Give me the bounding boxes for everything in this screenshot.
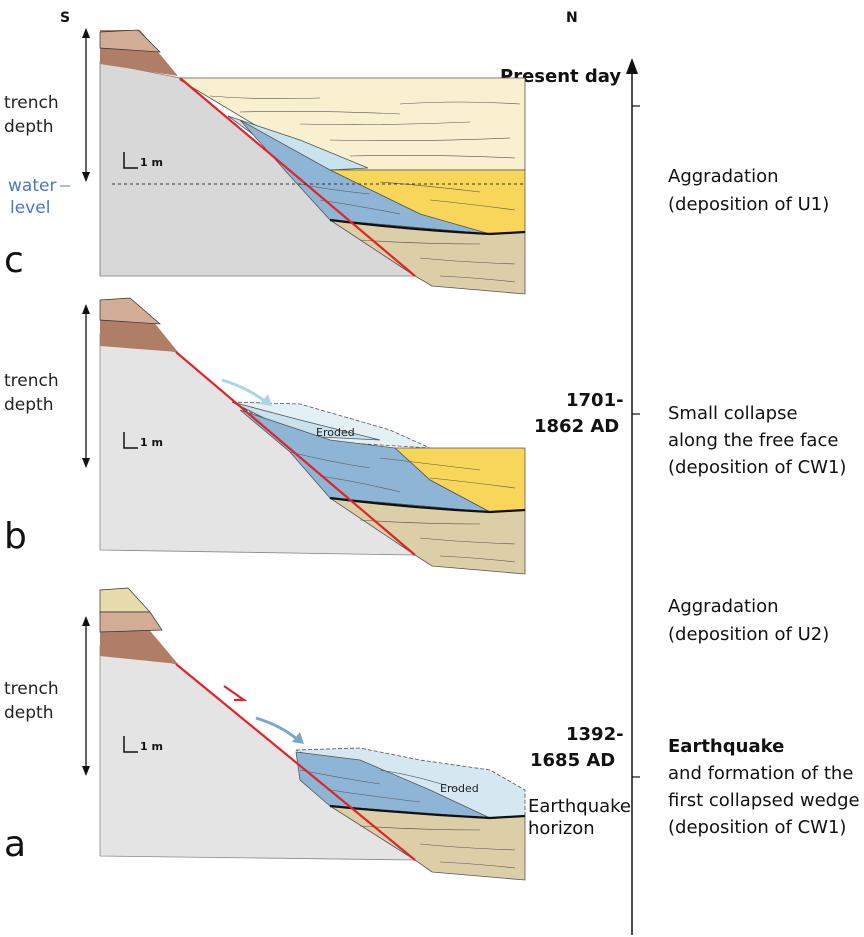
date-b-2: 1862 AD [534, 416, 619, 437]
hill-top-layer-b [99, 297, 162, 325]
trench-label-c-1: trench [4, 93, 59, 113]
panel-letter-b: b [4, 516, 27, 557]
scale-bar-a [123, 736, 138, 753]
panel-letter-a: a [4, 824, 26, 865]
hill-dark-layer-a [100, 626, 178, 664]
scale-label-a: 1 m [140, 740, 163, 753]
north-label: N [566, 10, 578, 26]
blue-wedge-b [239, 409, 491, 513]
trench-label-c-2: depth [4, 117, 53, 137]
desc-b-1: Small collapse [668, 403, 798, 424]
desc-c-1: Aggradation [668, 166, 779, 187]
hill-top-layer-a [99, 587, 151, 613]
date-b-1: 1701- [566, 390, 624, 411]
scale-bar-b [123, 432, 138, 449]
trench-label-b-2: depth [4, 395, 53, 415]
desc-a-3: (deposition of CW1) [668, 817, 846, 838]
water-label-1: water [8, 176, 56, 196]
date-a-2: 1685 AD [530, 750, 615, 771]
desc-a-1: and formation of the [668, 763, 853, 784]
panel-b [99, 297, 526, 575]
panel-a [99, 587, 526, 881]
horizon-label-2: horizon [528, 818, 595, 839]
south-label: S [60, 10, 70, 26]
desc-aggradation-u2-1: Aggradation [668, 596, 779, 617]
scale-bar-c [123, 152, 138, 169]
desc-aggradation-u2-2: (deposition of U2) [668, 624, 829, 645]
eroded-label-a: Eroded [440, 782, 479, 795]
date-a-1: 1392- [566, 724, 624, 745]
present-day-label: Present day [500, 66, 621, 87]
desc-b-2: along the free face [668, 430, 838, 451]
desc-a-2: first collapsed wedge [668, 790, 860, 811]
desc-a-bold: Earthquake [668, 736, 784, 757]
hill-top-layer-c [99, 29, 161, 53]
scale-label-b: 1 m [140, 436, 163, 449]
trench-label-b-1: trench [4, 371, 59, 391]
trench-label-a-2: depth [4, 703, 53, 723]
horizon-label-1: Earthquake [528, 796, 631, 817]
panel-c [99, 29, 526, 295]
desc-c-2: (deposition of U1) [668, 194, 829, 215]
desc-b-3: (deposition of CW1) [668, 457, 846, 478]
panel-letter-c: c [4, 240, 24, 281]
eroded-label-b: Eroded [316, 426, 355, 439]
scale-label-c: 1 m [140, 156, 163, 169]
trench-label-a-1: trench [4, 679, 59, 699]
water-label-2: level [10, 198, 50, 218]
timeline-axis [626, 58, 640, 935]
